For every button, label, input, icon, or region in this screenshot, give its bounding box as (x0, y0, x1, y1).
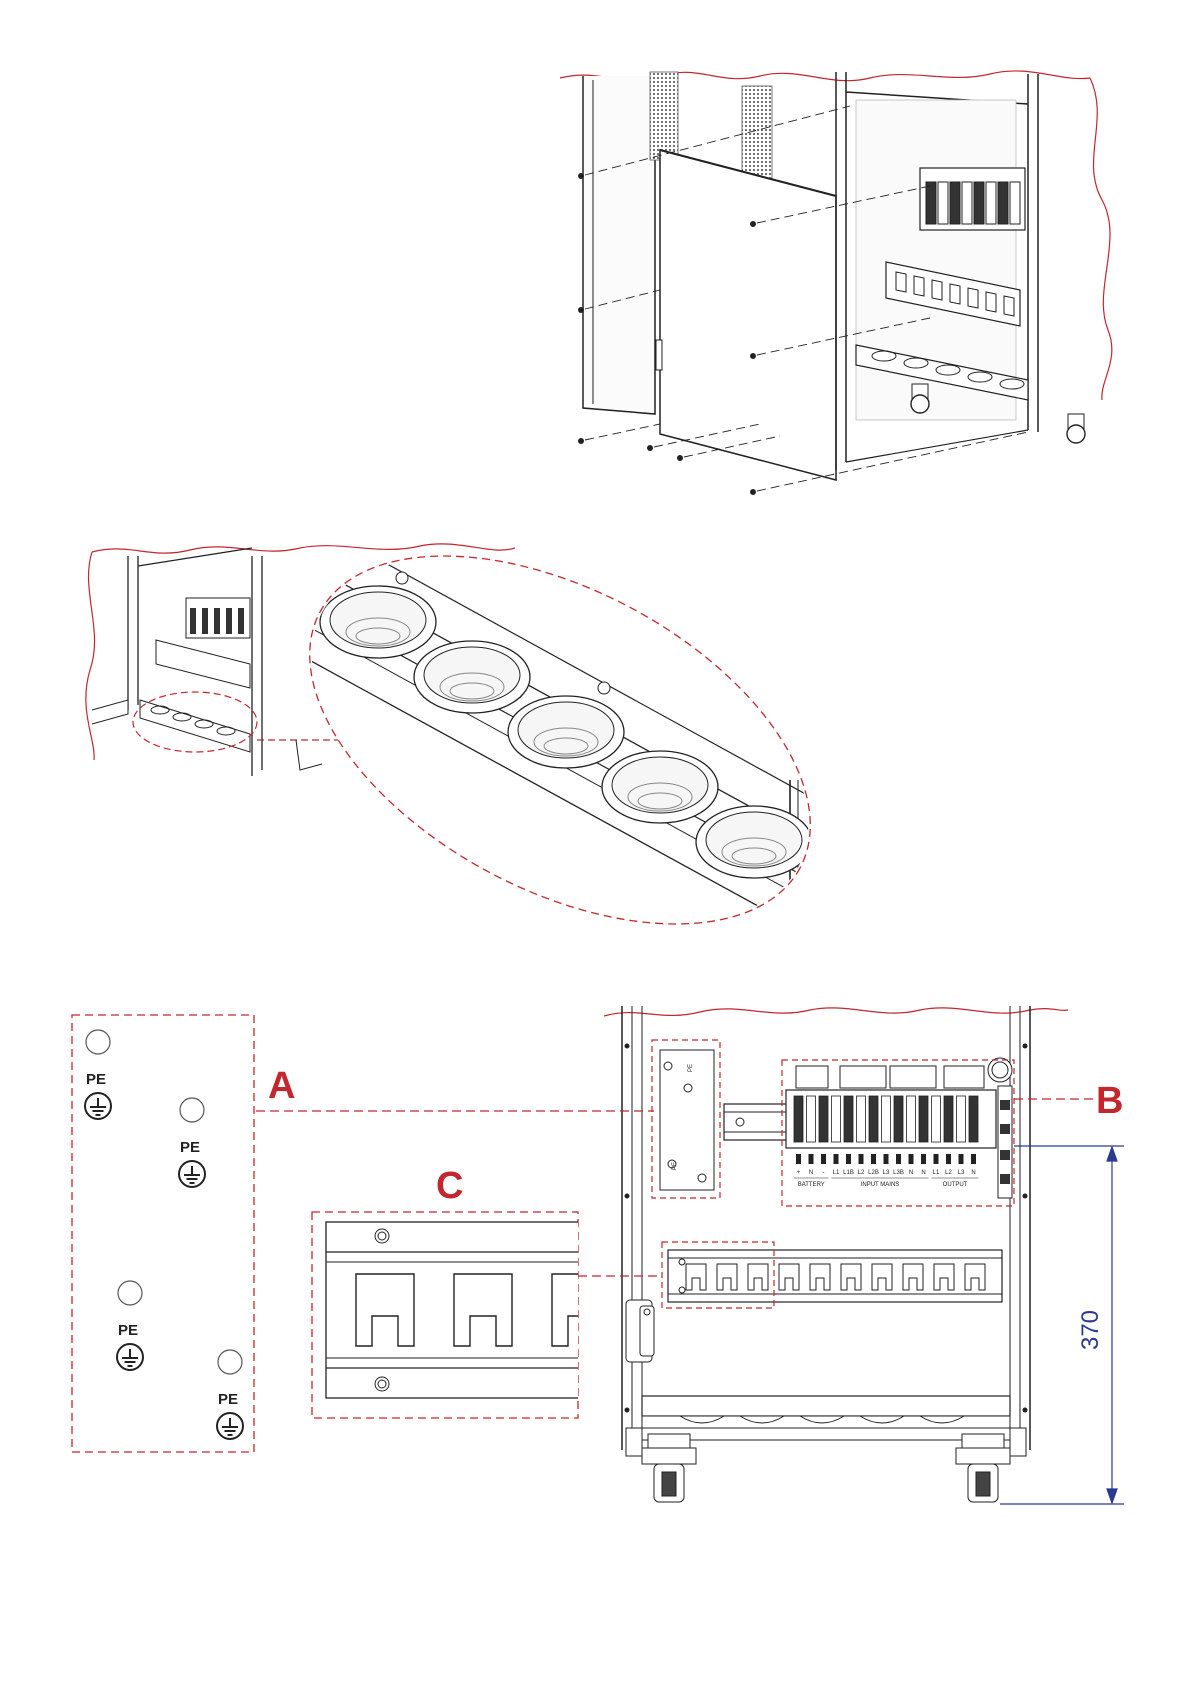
front-caster-left (642, 1434, 696, 1502)
gland-hole-2 (414, 641, 530, 713)
gland-hole-5 (696, 806, 812, 878)
terminal-6 (857, 1096, 866, 1142)
terminal-pin-label: L2 (945, 1170, 952, 1176)
terminal-pin-label: N (971, 1170, 975, 1176)
pe-bar-small: PE PE (660, 1050, 714, 1190)
removable-side-panel (660, 150, 836, 480)
terminal-pin-label: - (823, 1170, 825, 1176)
small-gland-plate (140, 700, 250, 752)
terminal-7 (869, 1096, 878, 1142)
svg-text:PE: PE (688, 1064, 694, 1072)
rail-slot-3 (552, 1274, 610, 1346)
svg-text:PE: PE (672, 1162, 678, 1170)
door-hinge (626, 1300, 654, 1362)
dimension-label: 370 (1077, 1310, 1104, 1350)
earth-ground-icon (217, 1413, 243, 1439)
terminal-pin-label: L1 (933, 1170, 940, 1176)
terminal-lug-7 (871, 1154, 876, 1164)
callout-b: B (1096, 1080, 1123, 1122)
pe-terminal-4: PE (217, 1350, 243, 1439)
cut-line-top-3 (604, 1008, 1068, 1016)
terminal-block-top (920, 168, 1025, 230)
terminal-lug-4 (834, 1154, 839, 1164)
figure-gland-plate-detail (86, 480, 871, 1000)
terminal-pin-label: L3 (883, 1170, 890, 1176)
terminal-lug-13 (946, 1154, 951, 1164)
pe-terminal-1: PE (85, 1030, 111, 1119)
terminal-13 (944, 1096, 953, 1142)
terminal-group-label: INPUT MAINS (861, 1182, 900, 1188)
terminal-9 (894, 1096, 903, 1142)
terminal-pin-label: L1B (843, 1170, 854, 1176)
terminal-lug-1 (796, 1154, 801, 1164)
terminal-group-label: BATTERY (798, 1182, 825, 1188)
terminal-pin-label: N (909, 1170, 913, 1176)
breaker-rail (668, 1250, 1002, 1302)
cut-line-right (1090, 78, 1112, 400)
terminal-lug-9 (896, 1154, 901, 1164)
terminal-1 (794, 1096, 803, 1142)
figure-side-panel-removal (560, 71, 1112, 495)
terminal-lug-6 (859, 1154, 864, 1164)
pe-label-3: PE (118, 1322, 138, 1339)
terminal-pin-label: L1 (833, 1170, 840, 1176)
caster-wheel-rear (1067, 414, 1085, 443)
terminal-5 (844, 1096, 853, 1142)
terminal-11 (919, 1096, 928, 1142)
terminal-group-label: OUTPUT (943, 1182, 968, 1188)
callout-c: C (436, 1165, 463, 1207)
detail-c-rail: C (312, 1165, 662, 1418)
pe-terminal-3: PE (117, 1281, 143, 1370)
cut-line-left-2 (86, 552, 95, 760)
pe-terminal-2: PE (179, 1098, 205, 1187)
small-breaker-rail (156, 640, 250, 688)
terminal-pin-label: L2B (868, 1170, 879, 1176)
terminal-pin-label: + (797, 1170, 801, 1176)
terminal-lug-11 (921, 1154, 926, 1164)
gland-hole-3 (508, 696, 624, 768)
terminal-3 (819, 1096, 828, 1142)
terminal-pin-label: L3B (893, 1170, 904, 1176)
terminal-8 (882, 1096, 891, 1142)
pe-label-4: PE (218, 1391, 238, 1408)
vent-grille-right (742, 86, 772, 178)
front-caster-right (956, 1434, 1010, 1502)
terminal-lug-2 (809, 1154, 814, 1164)
terminal-pin-label: L2 (858, 1170, 865, 1176)
terminal-pin-label: N (921, 1170, 925, 1176)
earth-ground-icon (179, 1161, 205, 1187)
callout-a: A (268, 1065, 295, 1107)
terminal-lug-3 (821, 1154, 826, 1164)
terminal-lug-12 (934, 1154, 939, 1164)
pe-label-2: PE (180, 1139, 200, 1156)
terminal-lug-8 (884, 1154, 889, 1164)
terminal-lug-14 (959, 1154, 964, 1164)
cabinet-left-side (583, 76, 655, 414)
caster-wheel-front (911, 384, 929, 413)
terminal-lug-10 (909, 1154, 914, 1164)
terminal-15 (969, 1096, 978, 1142)
terminal-10 (907, 1096, 916, 1142)
gland-hole-4 (602, 751, 718, 823)
earth-ground-icon (117, 1344, 143, 1370)
terminal-pin-label: L3 (958, 1170, 965, 1176)
terminal-14 (957, 1096, 966, 1142)
earth-ground-icon (85, 1093, 111, 1119)
terminal-pin-label: N (809, 1170, 813, 1176)
vent-grille-left (650, 72, 678, 160)
terminal-lug-5 (846, 1154, 851, 1164)
terminal-12 (932, 1096, 941, 1142)
terminal-2 (807, 1096, 816, 1142)
cut-line-top-2 (92, 544, 515, 553)
terminal-4 (832, 1096, 841, 1142)
terminal-lug-15 (971, 1154, 976, 1164)
pe-label-1: PE (86, 1071, 106, 1088)
terminal-block-b (786, 1058, 1012, 1198)
gland-hole-1 (320, 586, 436, 658)
